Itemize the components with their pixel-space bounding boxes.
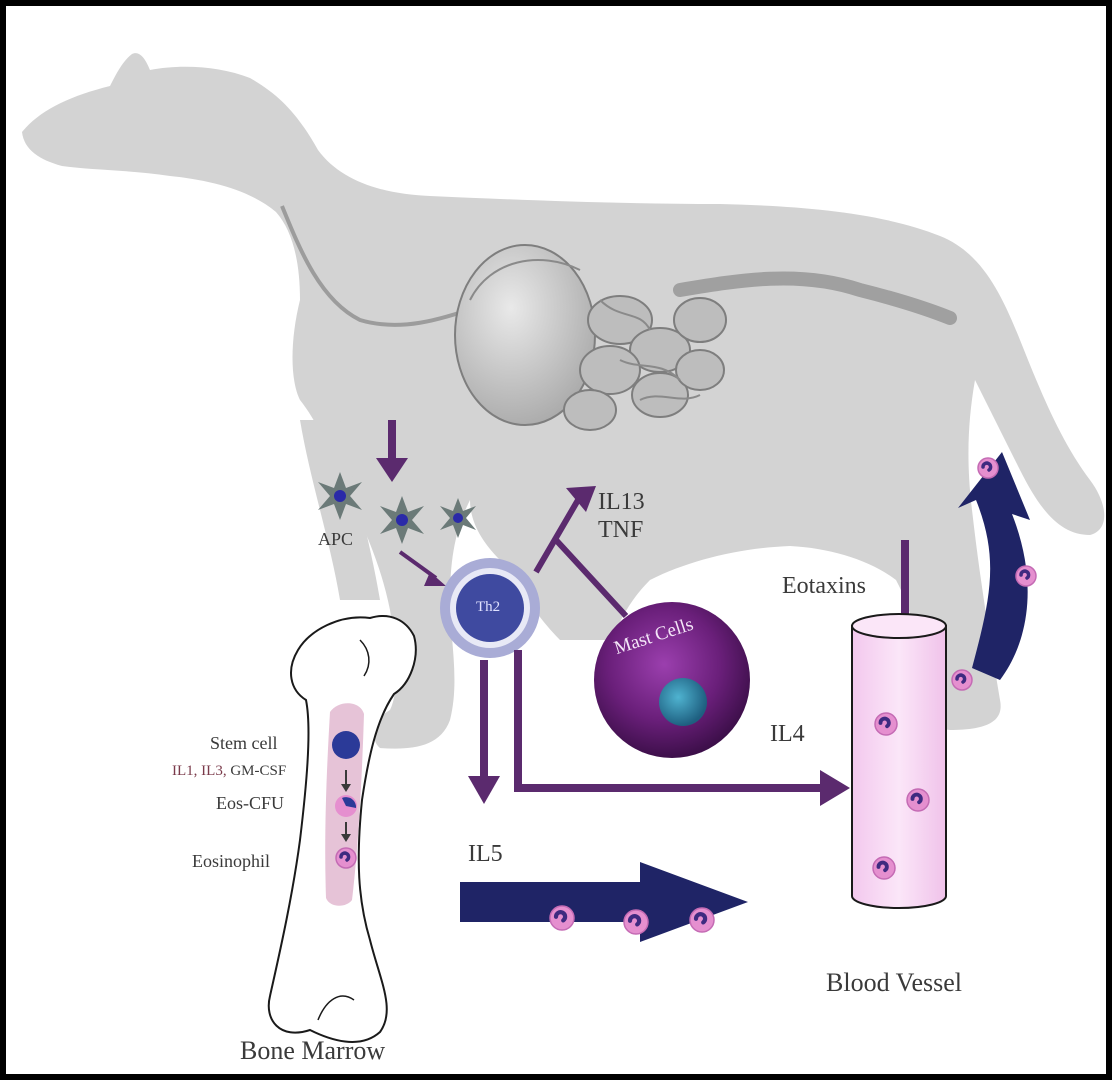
eosinophil-icon [550, 906, 574, 930]
eosinophil-icon [952, 670, 972, 690]
cytokine-il1: IL1, [172, 763, 197, 779]
cytokine-gmcsf: GM-CSF [230, 763, 286, 779]
blood-vessel-label: Blood Vessel [826, 970, 962, 996]
eosinophil-icon [875, 713, 897, 735]
il4-label: IL4 [770, 722, 805, 746]
eosinophil-icon [336, 848, 356, 868]
eosinophil-icon [624, 910, 648, 934]
tnf-label: TNF [598, 518, 643, 542]
il13-label: IL13 [598, 490, 645, 514]
apc-label: APC [318, 530, 353, 548]
eos-cfu-icon [335, 795, 357, 817]
blood-vessel-icon [852, 614, 946, 908]
bone-marrow-label: Bone Marrow [240, 1038, 385, 1064]
stem-cell-label: Stem cell [210, 734, 277, 752]
eosinophil-icon [873, 857, 895, 879]
eosinophil-icon [1016, 566, 1036, 586]
eosinophil-icon [978, 458, 998, 478]
il5-label: IL5 [468, 842, 503, 866]
eosinophil-icon [690, 908, 714, 932]
eosinophil-label: Eosinophil [192, 852, 270, 870]
eosinophil-icon [907, 789, 929, 811]
eotaxins-label: Eotaxins [782, 574, 866, 598]
stem-cell-icon [332, 731, 360, 759]
eos-cfu-label: Eos-CFU [216, 794, 284, 812]
cytokine-list: IL1, IL3, GM-CSF [172, 764, 286, 779]
cytokine-il3: IL3, [201, 763, 226, 779]
th2-label: Th2 [476, 600, 500, 615]
